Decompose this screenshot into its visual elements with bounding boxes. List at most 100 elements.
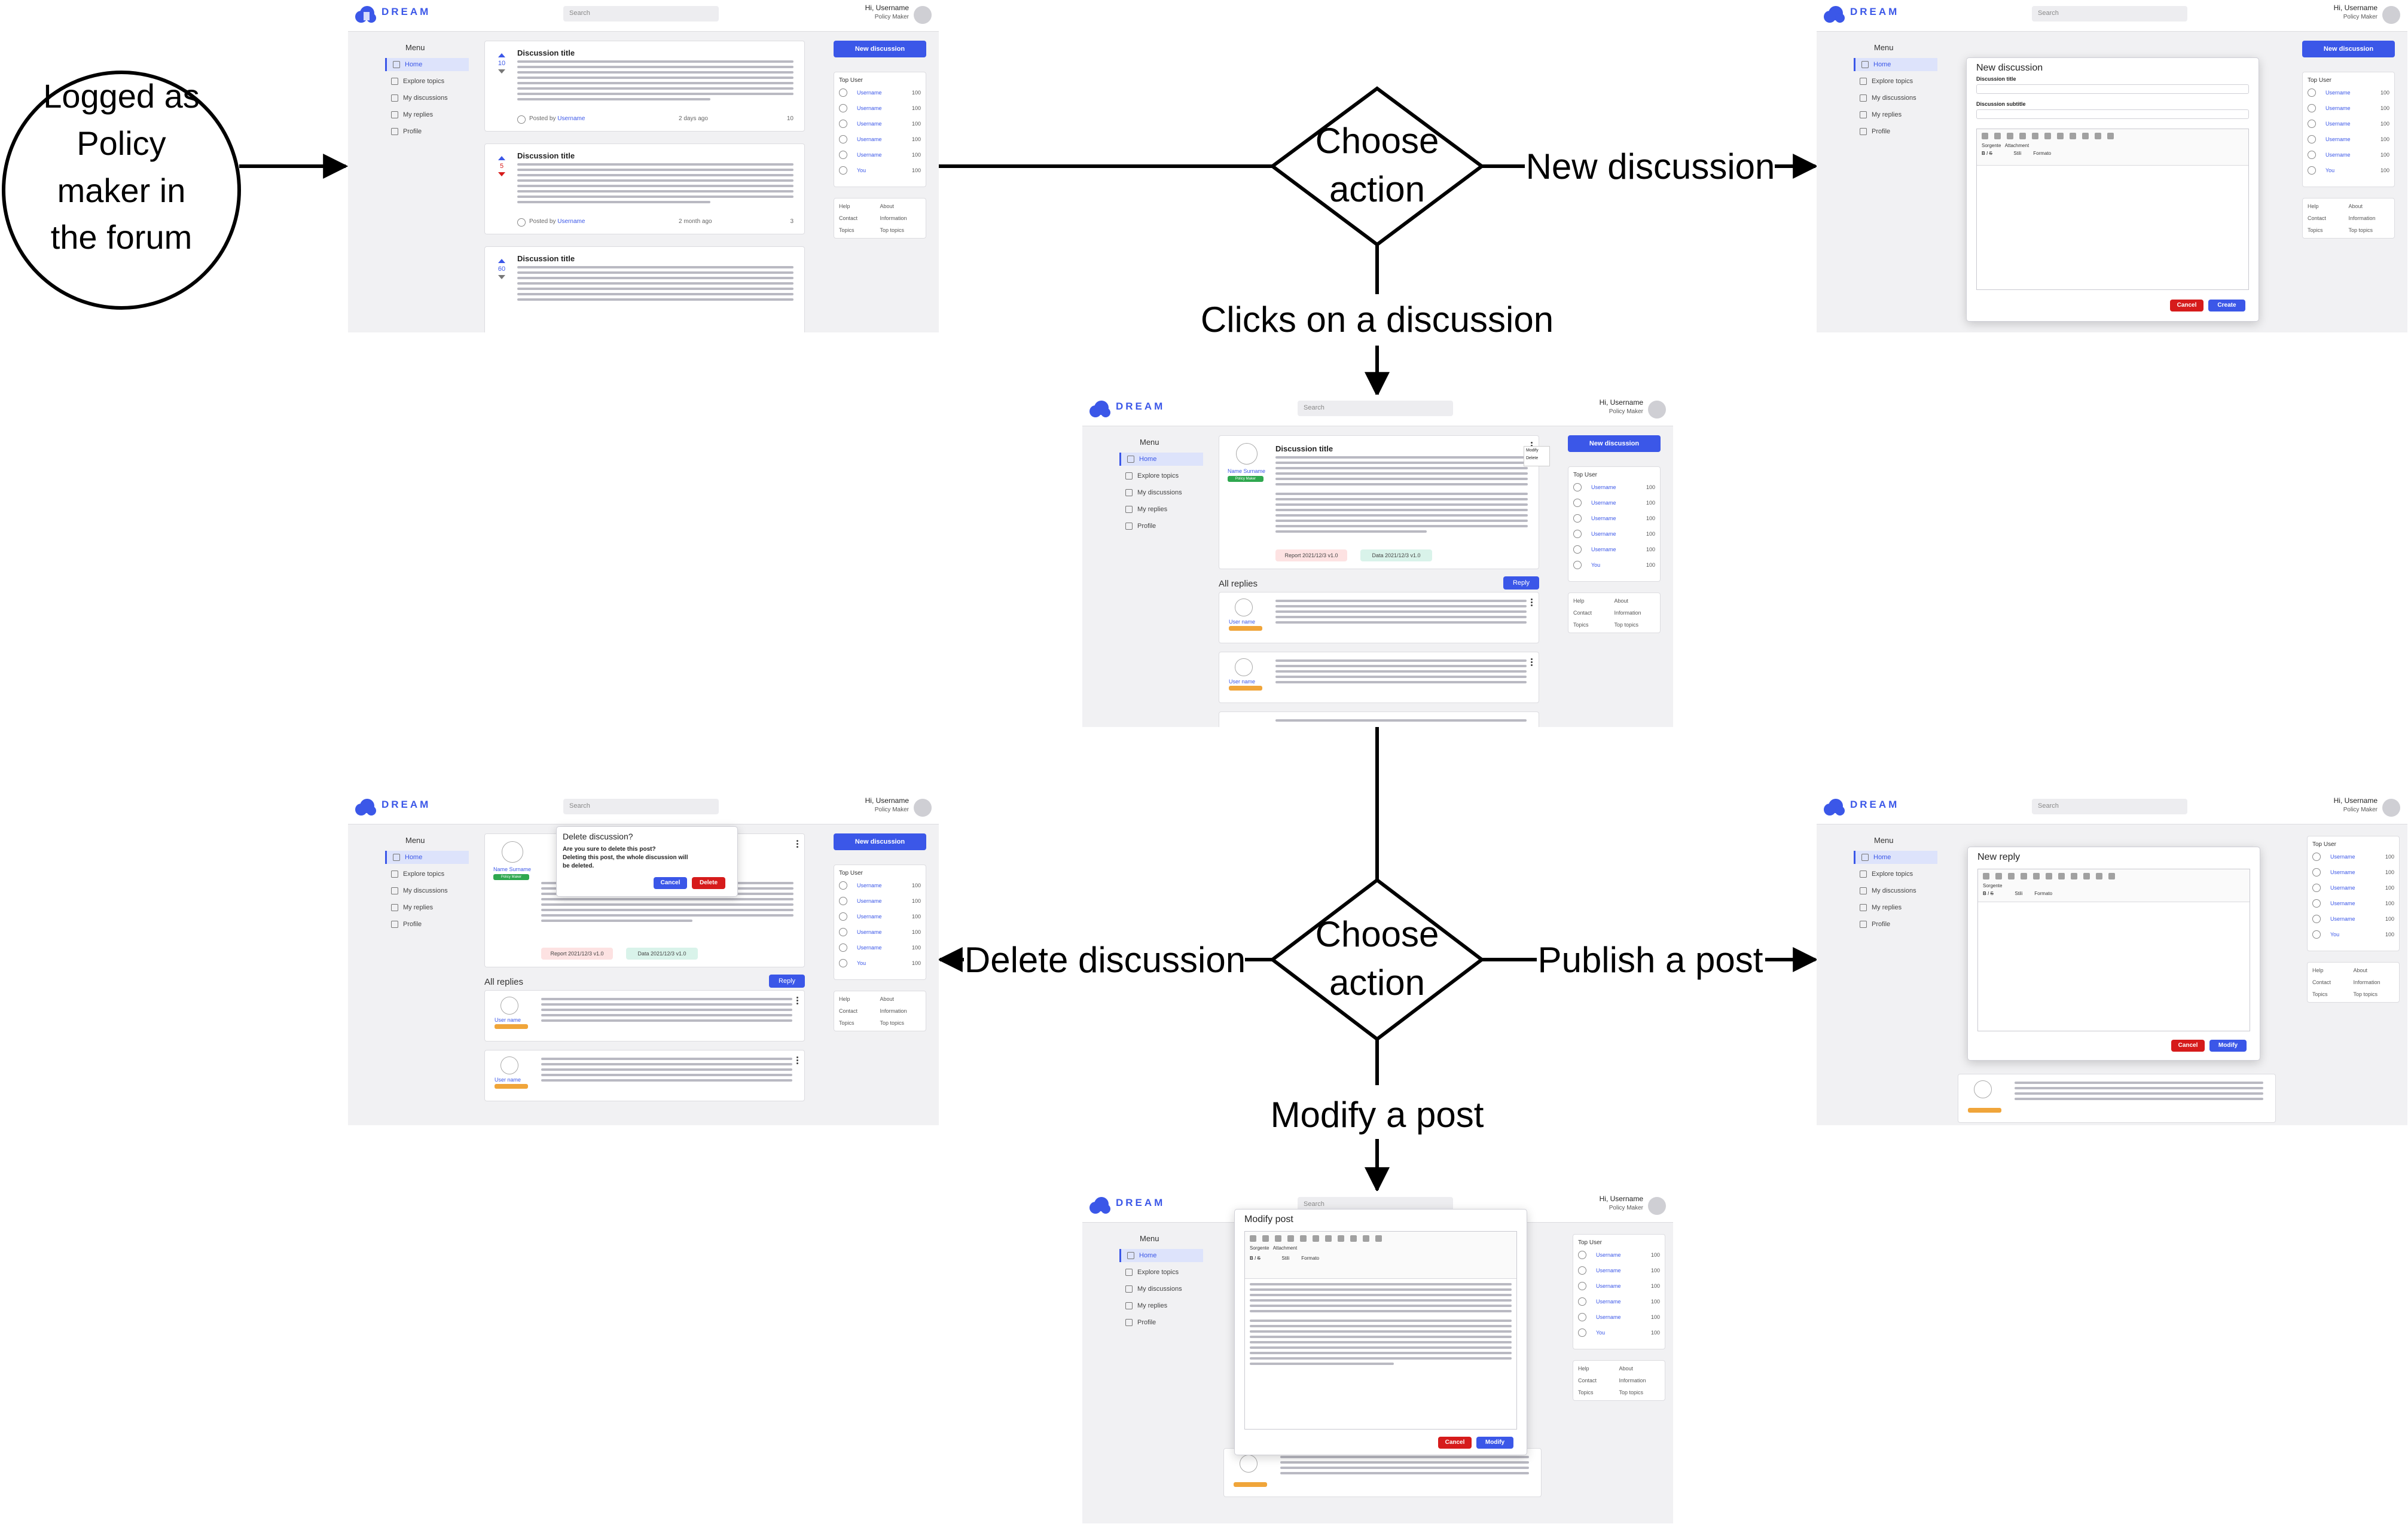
downvote-icon[interactable] [498,69,505,74]
rich-text-editor[interactable]: Sorgente Attachment B I S Stili Formato [1244,1231,1517,1430]
flag-icon[interactable] [2058,873,2065,879]
data-attachment[interactable]: Data 2021/12/3 v1.0 [626,948,698,960]
sidebar-item-replies[interactable]: My replies [1119,503,1203,516]
information-link[interactable]: Information [2353,979,2380,985]
cancel-button[interactable]: Cancel [654,877,687,889]
contact-link[interactable]: Contact [839,215,858,221]
undo-icon[interactable] [2019,133,2026,139]
attachment-button[interactable]: Attachment [1272,1245,1298,1251]
information-link[interactable]: Information [1614,610,1641,616]
image-icon[interactable] [2071,873,2077,879]
search-input[interactable]: Search [563,799,719,814]
contact-link[interactable]: Contact [2312,979,2331,985]
help-link[interactable]: Help [2308,203,2319,209]
redo-icon[interactable] [1300,1235,1307,1242]
paste-icon[interactable] [1275,1235,1281,1242]
sidebar-item-discussions[interactable]: My discussions [1854,91,1937,105]
more-options-icon[interactable] [796,1056,798,1065]
help-link[interactable]: Help [1578,1366,1589,1372]
new-discussion-button[interactable]: New discussion [2302,41,2395,57]
cut-icon[interactable] [1982,133,1988,139]
sidebar-item-explore[interactable]: Explore topics [385,75,469,88]
avatar[interactable] [1648,401,1666,419]
omega-icon[interactable] [2096,873,2102,879]
fullscreen-icon[interactable] [2108,873,2115,879]
sidebar-item-discussions[interactable]: My discussions [385,884,469,897]
cancel-button[interactable]: Cancel [1438,1437,1472,1449]
search-input[interactable]: Search [1298,401,1453,416]
discussion-title[interactable]: Discussion title [517,151,575,160]
link-icon[interactable] [2046,873,2052,879]
style-select[interactable]: Stili [1281,1256,1290,1261]
sidebar-item-explore[interactable]: Explore topics [385,868,469,881]
report-attachment[interactable]: Report 2021/12/3 v1.0 [1275,549,1347,561]
format-select[interactable]: Formato [2034,891,2053,896]
top-topics-link[interactable]: Top topics [1614,622,1639,628]
help-link[interactable]: Help [2312,967,2324,973]
paste-icon[interactable] [2008,873,2015,879]
about-link[interactable]: About [2348,203,2363,209]
more-options-icon[interactable] [796,840,798,848]
sidebar-item-profile[interactable]: Profile [1854,125,1937,138]
top-topics-link[interactable]: Top topics [2348,227,2373,233]
discussion-card[interactable]: 10 Discussion title Posted by Username 2… [484,41,805,132]
image-icon[interactable] [2070,133,2076,139]
downvote-icon[interactable] [498,275,505,279]
sidebar-item-profile[interactable]: Profile [1119,520,1203,533]
downvote-icon[interactable] [498,172,505,176]
reply-button[interactable]: Reply [769,975,805,988]
sidebar-item-home[interactable]: Home [385,851,469,864]
sidebar-item-home[interactable]: Home [1119,1249,1203,1262]
more-options-icon[interactable] [1531,598,1533,607]
more-options-icon[interactable] [1531,658,1533,667]
discussion-subtitle-input[interactable] [1976,109,2249,119]
delete-menu-item[interactable]: Delete [1526,456,1539,460]
avatar[interactable] [2382,799,2400,817]
sidebar-item-home[interactable]: Home [385,58,469,71]
sidebar-item-discussions[interactable]: My discussions [1119,486,1203,499]
delete-button[interactable]: Delete [692,877,725,889]
vote-widget[interactable]: 5 [496,156,508,176]
sidebar-item-home[interactable]: Home [1119,453,1203,466]
link-icon[interactable] [2044,133,2051,139]
vote-widget[interactable]: 60 [496,259,508,279]
copy-icon[interactable] [1262,1235,1269,1242]
author-name[interactable]: Name Surname [1228,468,1266,474]
search-input[interactable]: Search [2032,6,2187,22]
contact-link[interactable]: Contact [1578,1378,1597,1383]
discussion-title[interactable]: Discussion title [517,48,575,57]
source-button[interactable]: Sorgente [1982,143,2001,148]
cancel-button[interactable]: Cancel [2171,1040,2205,1052]
sidebar-item-profile[interactable]: Profile [1854,918,1937,931]
discussion-title[interactable]: Discussion title [517,254,575,263]
sidebar-item-explore[interactable]: Explore topics [1854,75,1937,88]
copy-icon[interactable] [1995,873,2002,879]
discussion-card[interactable]: 60 Discussion title [484,246,805,332]
sidebar-item-home[interactable]: Home [1854,851,1937,864]
redo-icon[interactable] [2032,133,2038,139]
upvote-icon[interactable] [498,259,505,263]
about-link[interactable]: About [880,996,895,1002]
avatar[interactable] [2382,6,2400,24]
search-input[interactable]: Search [563,6,719,22]
sidebar-item-explore[interactable]: Explore topics [1119,1266,1203,1279]
posted-by-user[interactable]: Username [557,115,585,122]
paste-icon[interactable] [2007,133,2013,139]
style-select[interactable]: Stili [2015,891,2023,896]
link-icon[interactable] [1313,1235,1319,1242]
fullscreen-icon[interactable] [1375,1235,1382,1242]
